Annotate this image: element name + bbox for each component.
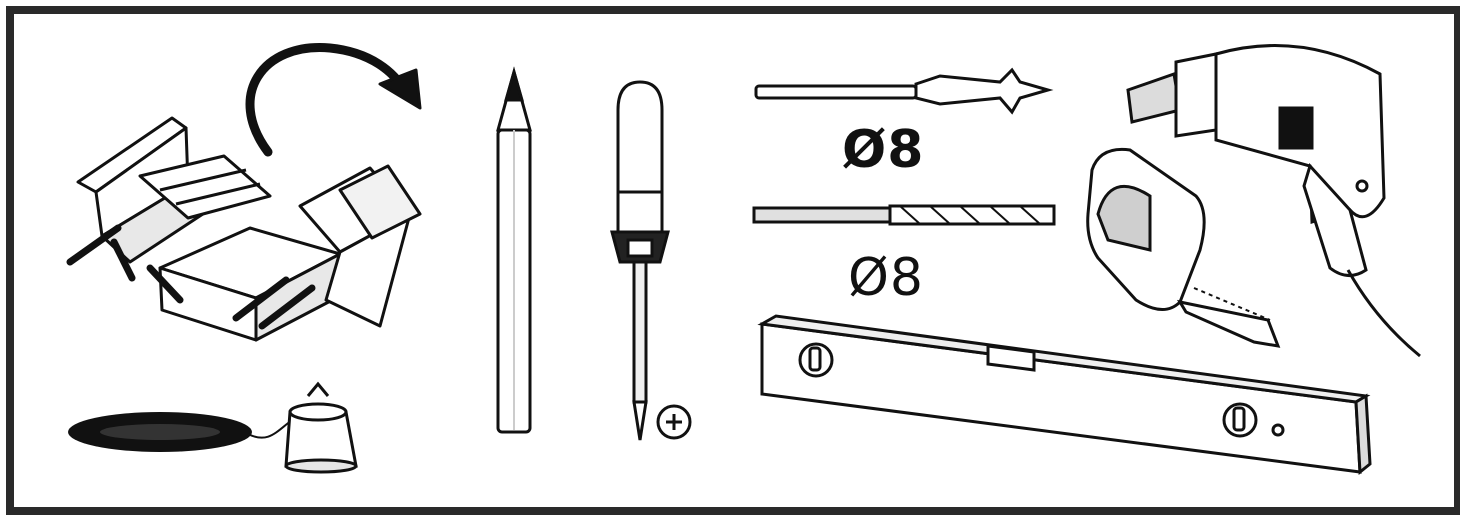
- spade-bit-diameter-label: Ø8: [842, 120, 925, 180]
- tape-measure-icon: [1086, 147, 1281, 348]
- spirit-level-icon: [757, 314, 1372, 475]
- curved-arrow-icon: [245, 43, 410, 157]
- twist-bit-diameter-label: Ø8: [848, 248, 925, 308]
- phillips-screwdriver-icon: [610, 80, 692, 441]
- spade-drill-bit-icon: [754, 67, 1054, 115]
- toolbox-icon: [66, 43, 422, 342]
- twist-drill-bit-icon: [752, 204, 1056, 226]
- plumb-bob-icon: [68, 381, 358, 474]
- pencil-icon: [496, 66, 532, 434]
- power-drill-icon: [1126, 44, 1421, 358]
